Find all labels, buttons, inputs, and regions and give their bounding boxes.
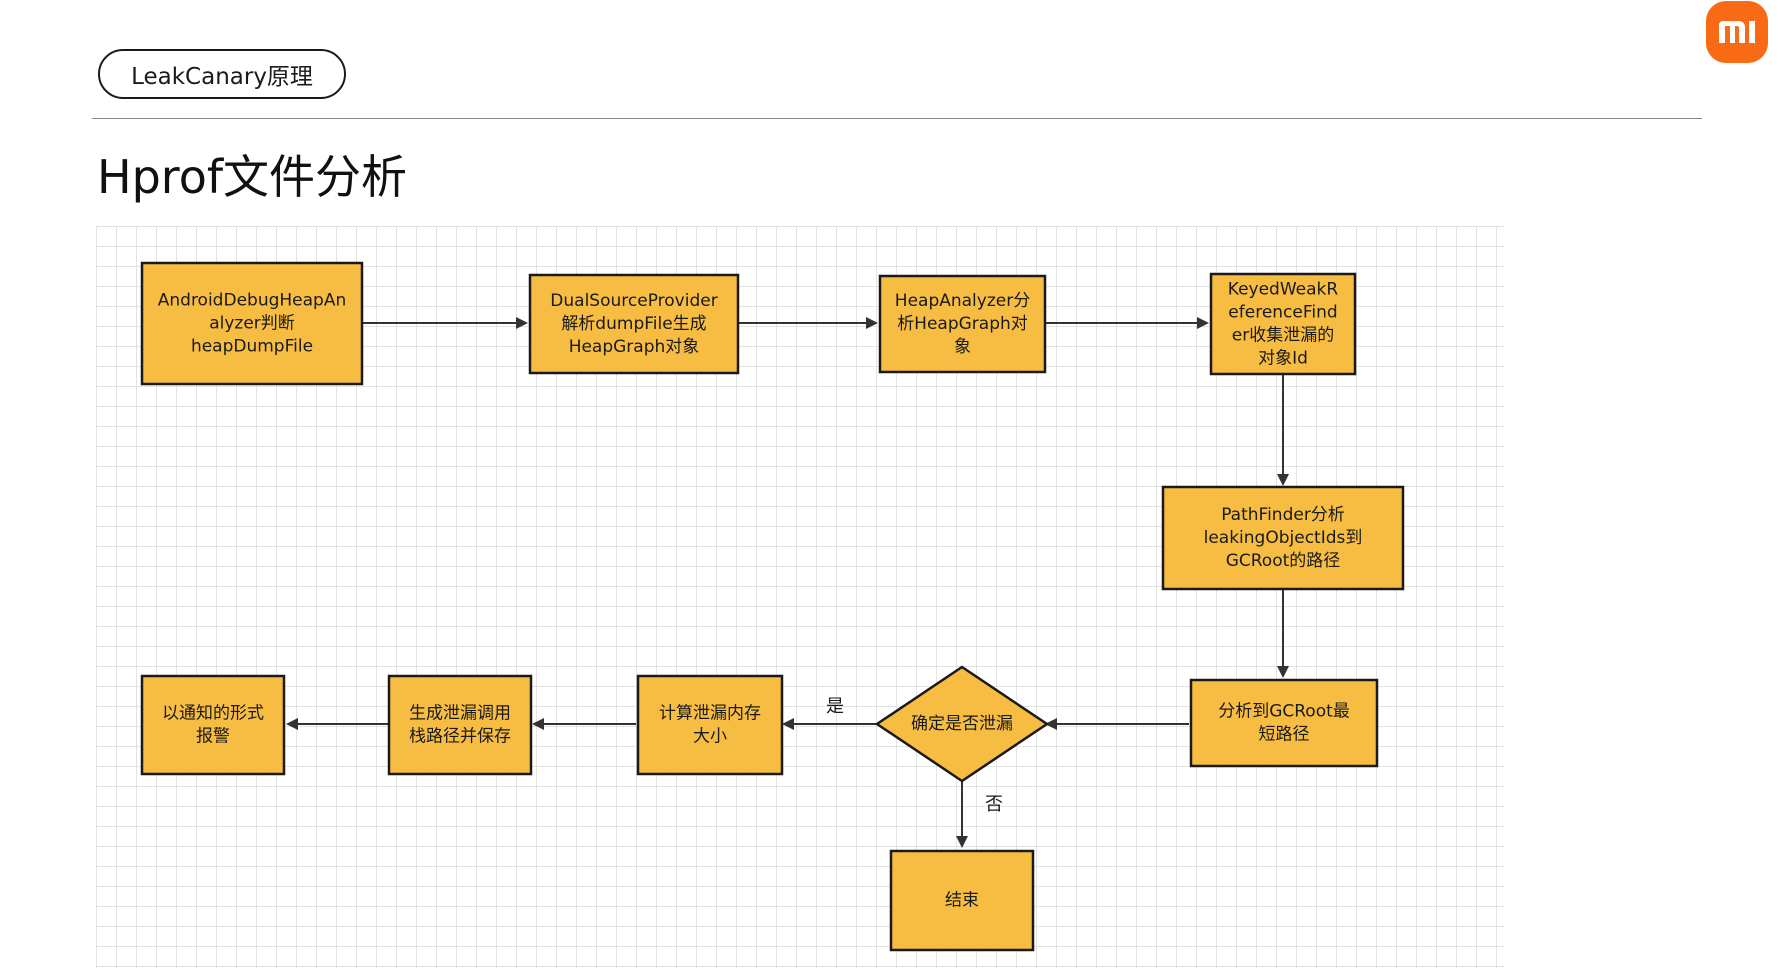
node-label-line: er收集泄漏的	[1232, 326, 1334, 346]
node-label-line: 以通知的形式	[162, 704, 264, 724]
node-label-line: alyzer判断	[209, 314, 295, 334]
flowchart-node: PathFinder分析 leakingObjectIds到 GCRoot的路径	[1161, 485, 1405, 591]
node-label-line: 生成泄漏调用	[409, 704, 511, 724]
node-label-line: DualSourceProvider	[550, 291, 717, 311]
section-label-text: LeakCanary原理	[131, 64, 313, 90]
flowchart-nodes: AndroidDebugHeapAn alyzer判断 heapDumpFile Du…	[140, 261, 1405, 952]
flowchart-node: DualSourceProvider 解析dumpFile生成 HeapGraph对…	[528, 273, 740, 375]
node-label-line: PathFinder分析	[1221, 505, 1345, 525]
flowchart-edges	[286, 317, 1289, 848]
node-label-line: 分析到GCRoot最	[1218, 702, 1350, 722]
node-label-line: 确定是否泄漏	[911, 714, 1013, 734]
node-label-line: 解析dumpFile生成	[561, 314, 706, 334]
node-label-line: 报警	[196, 727, 230, 747]
mi-logo-icon	[1706, 1, 1768, 63]
node-label-line: 栈路径并保存	[409, 727, 511, 747]
node-label-line: leakingObjectIds到	[1204, 528, 1363, 548]
process-node-shape	[1189, 678, 1379, 768]
decision-node-shape	[874, 665, 1050, 783]
node-label-line: 析HeapGraph对	[897, 314, 1028, 334]
process-node-shape	[878, 274, 1047, 374]
mi-logo-glyph	[1719, 21, 1755, 43]
process-node-shape	[636, 674, 784, 776]
process-node-shape	[140, 261, 364, 386]
process-node-shape	[140, 674, 286, 776]
node-label-line: GCRoot的路径	[1226, 551, 1341, 571]
node-label-line: 大小	[693, 727, 727, 747]
section-label: LeakCanary原理	[98, 49, 346, 99]
flowchart-node: AndroidDebugHeapAn alyzer判断 heapDumpFile	[140, 261, 364, 386]
node-label-line: AndroidDebugHeapAn	[158, 291, 347, 311]
node-label-line: 象	[954, 337, 971, 357]
node-label-line: heapDumpFile	[191, 337, 313, 357]
node-label-line: 短路径	[1259, 725, 1310, 745]
page-title: Hprof文件分析	[97, 150, 408, 204]
edge-label-yes: 是	[826, 696, 844, 717]
edge-label-no: 否	[985, 794, 1003, 815]
node-label-line: 对象Id	[1258, 349, 1308, 369]
process-node-shape	[889, 849, 1035, 952]
node-label-line: 结束	[945, 891, 979, 911]
node-label-line: HeapAnalyzer分	[895, 291, 1030, 311]
process-node-shape	[1209, 272, 1357, 376]
process-node-shape	[528, 273, 740, 375]
header-divider	[92, 118, 1702, 119]
node-label-line: KeyedWeakR	[1228, 280, 1339, 300]
node-label-line: 计算泄漏内存	[659, 704, 761, 724]
flowchart-node: 确定是否泄漏	[874, 665, 1050, 783]
node-label-line: eferenceFind	[1228, 303, 1337, 323]
node-label-line: HeapGraph对象	[569, 337, 700, 357]
process-node-shape	[1161, 485, 1405, 591]
process-node-shape	[387, 674, 533, 776]
flowchart-node: 结束	[889, 849, 1035, 952]
